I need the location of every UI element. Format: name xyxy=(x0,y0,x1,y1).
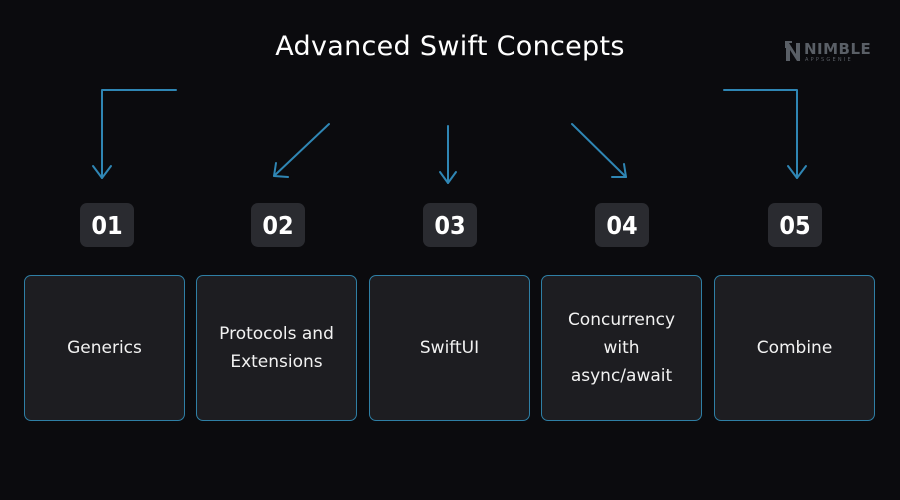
logo-text: NIMBLE xyxy=(804,40,872,58)
arrow-to-step-3-icon xyxy=(439,125,457,184)
concept-card-label: Combine xyxy=(756,338,833,358)
concept-card-swiftui: SwiftUI xyxy=(369,275,530,421)
concept-card-combine: Combine xyxy=(714,275,875,421)
arrow-to-step-5-icon xyxy=(723,89,807,179)
logo-mark-icon xyxy=(785,41,800,61)
page-title: Advanced Swift Concepts xyxy=(275,31,625,62)
step-number-badge: 04 xyxy=(595,203,649,247)
concept-card-protocols: Protocols and Extensions xyxy=(196,275,357,421)
concept-card-generics: Generics xyxy=(24,275,185,421)
step-number-badge: 05 xyxy=(768,203,822,247)
concept-card-label: SwiftUI xyxy=(419,338,480,358)
step-number-badge: 01 xyxy=(80,203,134,247)
arrow-to-step-1-icon xyxy=(92,89,177,179)
concept-card-label: Concurrency with async/await xyxy=(567,310,676,386)
nimble-logo: NIMBLE APPSGENIE xyxy=(784,40,872,66)
concept-card-label: Generics xyxy=(67,338,142,358)
concept-card-concurrency: Concurrency with async/await xyxy=(541,275,702,421)
logo-subtext: APPSGENIE xyxy=(805,57,853,63)
step-number-badge: 03 xyxy=(423,203,477,247)
arrow-to-step-2-icon xyxy=(273,123,330,178)
arrow-to-step-4-icon xyxy=(571,123,627,178)
concept-card-label: Protocols and Extensions xyxy=(219,324,334,372)
step-number-badge: 02 xyxy=(251,203,305,247)
